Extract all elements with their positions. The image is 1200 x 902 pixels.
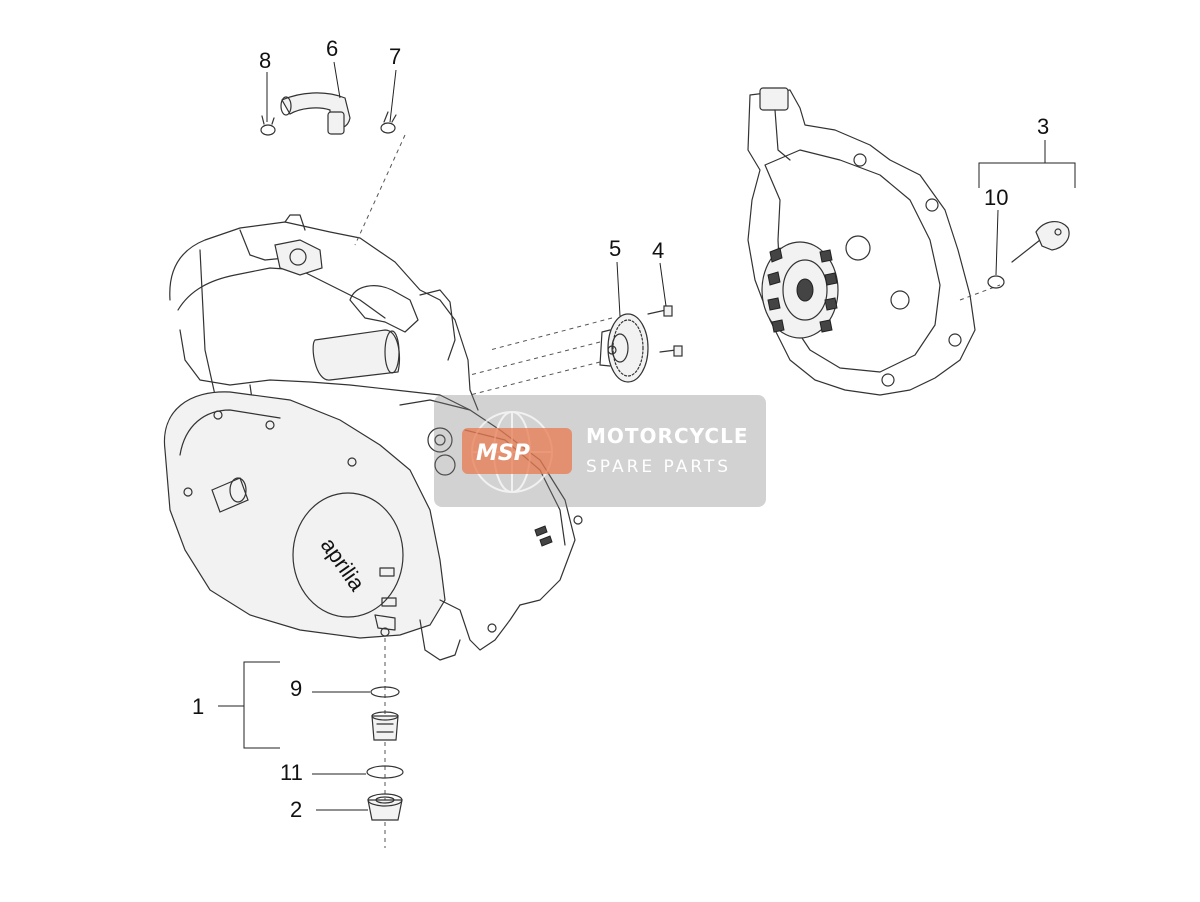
bracket-1 [218,661,280,749]
bracket-3 [978,140,1076,188]
screw-upper [647,305,673,317]
drain-plug [367,793,403,821]
oil-pump-gear-group [469,305,683,396]
callout-labels: 8 6 7 5 4 3 10 1 9 11 2 [192,36,1049,822]
callout-6: 6 [326,36,338,61]
oring-9 [370,686,400,698]
oil-dipstick-cap [987,221,1070,289]
drain-assembly [366,638,404,848]
engine-assembly: aprilia [163,214,583,661]
screw-lower [659,345,683,357]
callout-11: 11 [280,760,303,785]
watermark-subtitle: SPARE PARTS [586,457,731,477]
watermark: MSP MOTORCYCLE SPARE PARTS [434,395,766,507]
callout-3: 3 [1037,114,1049,139]
callout-9: 9 [290,676,302,701]
msp-badge [462,428,572,474]
callout-2: 2 [290,797,302,822]
oil-pump-gear [599,313,649,383]
watermark-badge-text: MSP [476,441,530,466]
callout-4: 4 [652,238,664,263]
hose-clamp-7 [380,111,397,134]
crankcase-half-right [747,87,1001,396]
oil-filter-screen [371,711,399,741]
oring-10 [987,275,1005,289]
coolant-hose-group [260,92,406,246]
stator [761,241,839,339]
hose-clamp-8 [260,115,276,136]
leader-lines [266,61,999,811]
callout-1: 1 [192,694,204,719]
watermark-title: MOTORCYCLE [586,424,748,448]
oring-11 [366,765,404,779]
callout-7: 7 [389,44,401,69]
callout-5: 5 [609,236,621,261]
callout-10: 10 [984,185,1008,210]
callout-8: 8 [259,48,271,73]
